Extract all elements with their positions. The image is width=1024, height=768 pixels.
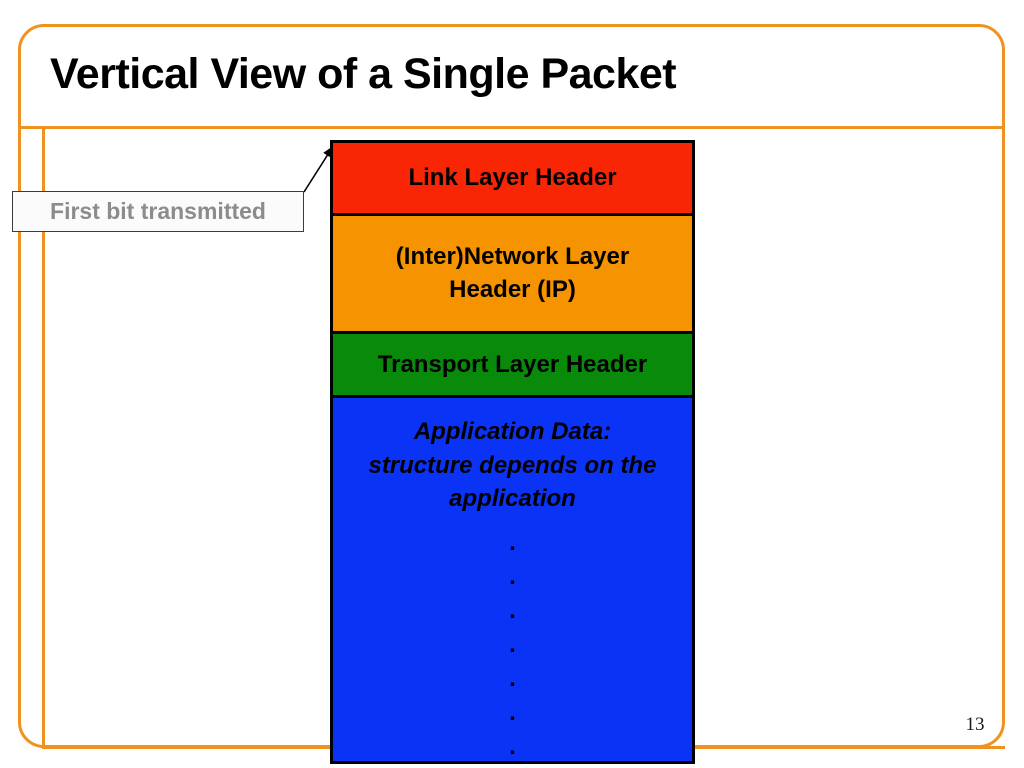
packet-layer-transport-label: Transport Layer Header xyxy=(377,350,648,378)
callout-leader-line xyxy=(303,145,334,193)
application-continuation-dot: . xyxy=(509,562,516,590)
application-continuation-dot: . xyxy=(509,630,516,658)
packet-layer-network-label: (Inter)Network Layer Header (IP) xyxy=(396,241,629,306)
application-continuation-dot: . xyxy=(509,698,516,726)
packet-layer-link: Link Layer Header xyxy=(330,140,695,213)
packet-stack-diagram: Link Layer Header (Inter)Network Layer H… xyxy=(330,140,695,764)
application-continuation-dot: . xyxy=(509,596,516,624)
slide-page-number: 13 xyxy=(965,714,985,735)
packet-layer-application: Application Data: structure depends on t… xyxy=(330,395,695,764)
first-bit-callout-label: First bit transmitted xyxy=(50,198,266,224)
packet-layer-application-label-line2: structure depends on the xyxy=(368,451,657,479)
packet-layer-transport: Transport Layer Header xyxy=(330,331,695,395)
packet-layer-application-label: Application Data: structure depends on t… xyxy=(333,415,692,516)
packet-layer-network: (Inter)Network Layer Header (IP) xyxy=(330,213,695,331)
application-continuation-dot: . xyxy=(509,528,516,556)
packet-layer-network-label-line1: (Inter)Network Layer xyxy=(395,243,630,271)
page-title: Vertical View of a Single Packet xyxy=(50,50,677,98)
first-bit-callout: First bit transmitted xyxy=(12,191,304,232)
application-continuation-dot: . xyxy=(509,664,516,692)
packet-layer-link-label: Link Layer Header xyxy=(408,164,617,191)
slide-frame-title-divider xyxy=(18,126,1005,129)
packet-layer-application-label-line1: Application Data: xyxy=(413,418,612,445)
slide-frame-inner-left xyxy=(42,128,45,748)
packet-layer-application-label-line3: application xyxy=(449,485,576,513)
application-continuation-dots: ....... xyxy=(333,526,692,764)
packet-layer-network-label-line2: Header (IP) xyxy=(449,275,576,303)
application-continuation-dot: . xyxy=(509,732,516,760)
